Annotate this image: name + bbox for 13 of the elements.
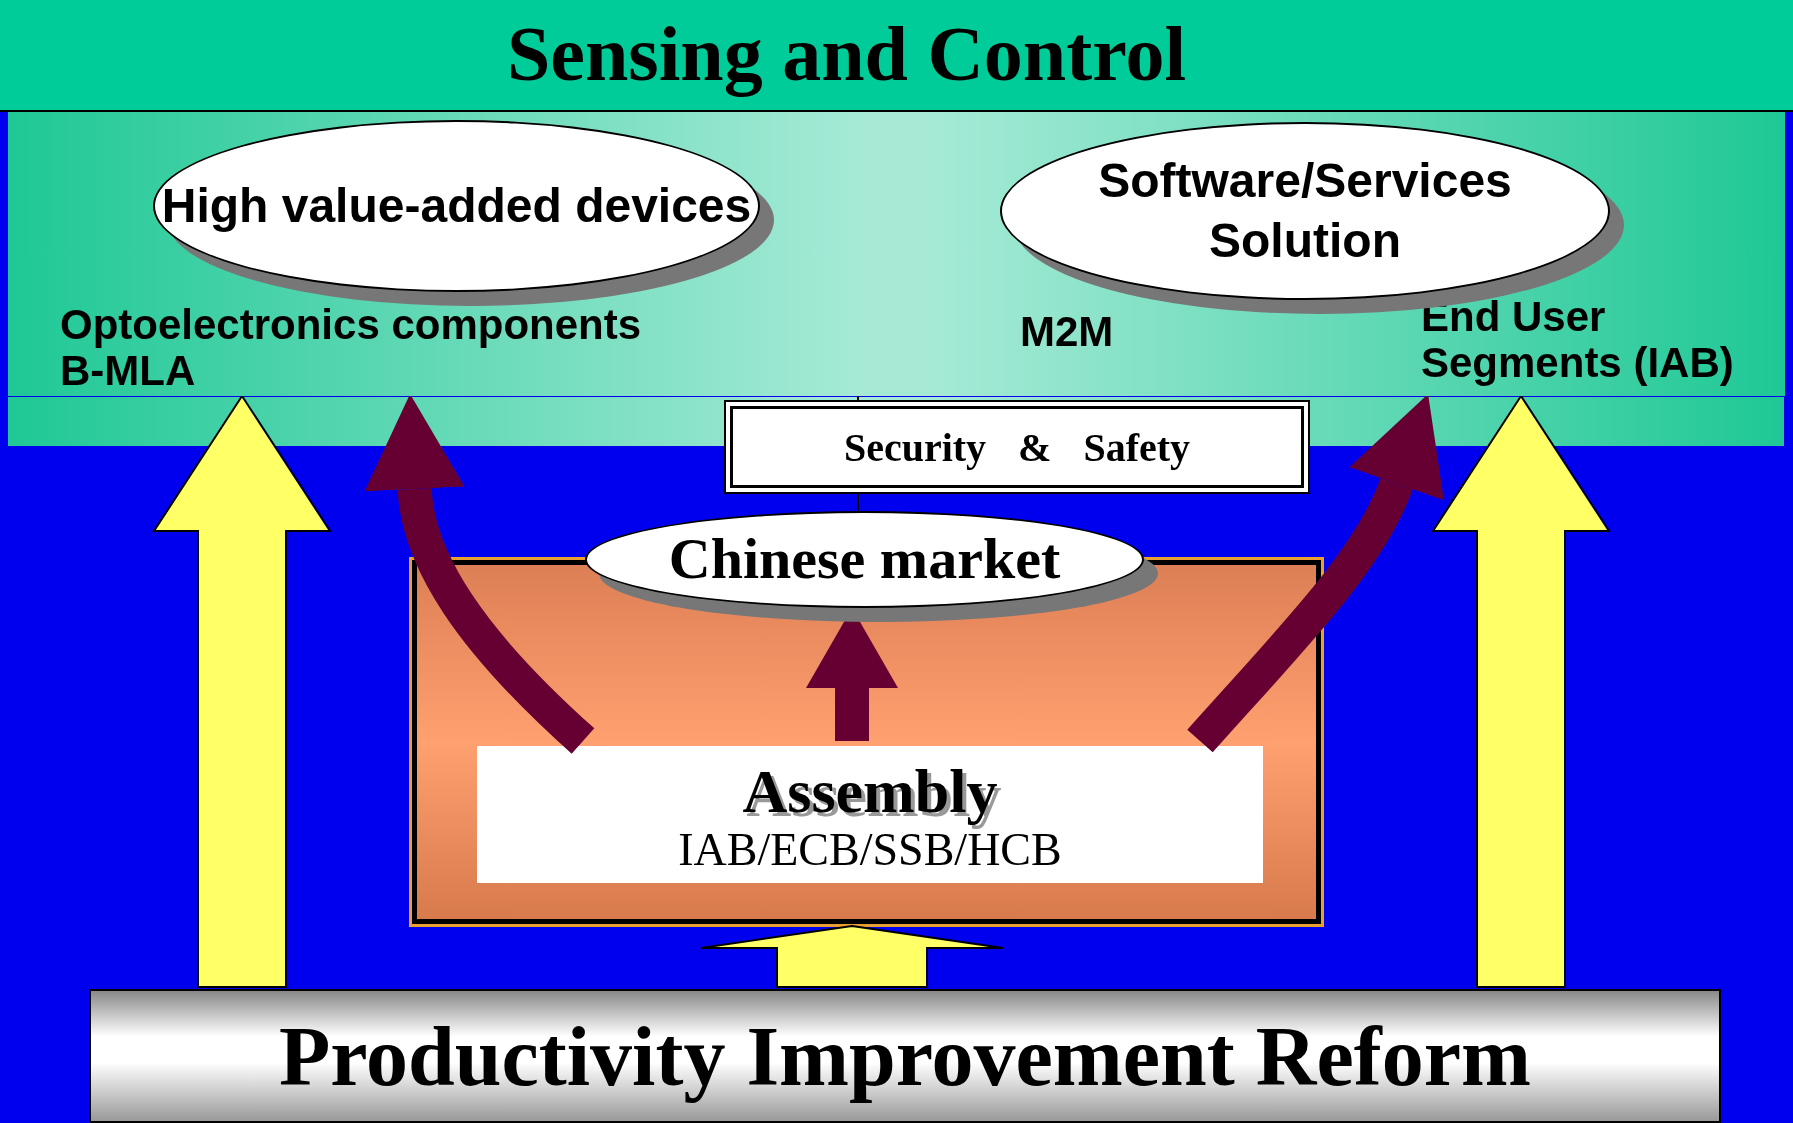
- curved-arrow: [364, 394, 595, 754]
- curved-arrow: [1187, 395, 1444, 753]
- block-arrow: [700, 925, 1004, 988]
- heading-band: Sensing and Control: [0, 0, 1793, 112]
- category-label: M2M: [1020, 309, 1140, 359]
- box-heading: Assembly: [742, 756, 998, 827]
- process-box: [477, 746, 1263, 883]
- box-subtext: IAB/ECB/SSB/HCB: [678, 827, 1062, 873]
- category-label: Optoelectronics components B-MLA: [60, 302, 680, 394]
- base-bar: Productivity Improvement Reform: [89, 989, 1721, 1123]
- block-arrow: [152, 394, 332, 988]
- block-arrow: [1431, 394, 1611, 988]
- header-panel: [0, 0, 1793, 396]
